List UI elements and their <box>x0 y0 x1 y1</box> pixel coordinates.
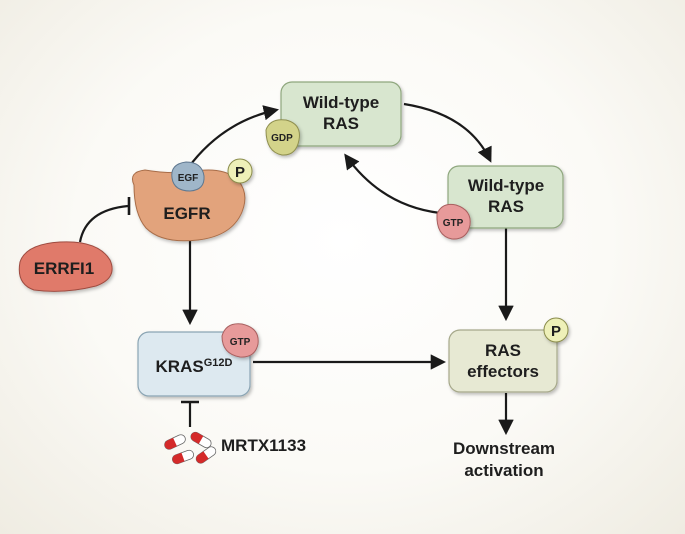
node-wt-ras-gtp: Wild-type RAS GTP <box>436 165 564 240</box>
errfi1-blob <box>18 241 113 292</box>
node-kras: KRASG12D GTP <box>137 323 259 397</box>
capsule-2 <box>190 431 212 449</box>
capsule-3 <box>171 449 195 465</box>
phospho-label-egfr: P <box>235 164 245 181</box>
kras-label: KRASG12D <box>156 357 233 376</box>
capsule-4 <box>195 446 217 464</box>
capsule-1 <box>164 434 186 450</box>
ras-effectors-line2: effectors <box>467 362 539 381</box>
downstream-line1: Downstream <box>453 439 555 458</box>
node-wt-ras-gdp: Wild-type RAS GDP <box>265 81 402 156</box>
ras-effectors-line1: RAS <box>485 341 521 360</box>
kras-superscript: G12D <box>204 357 233 369</box>
arrow-gtp-to-gdp <box>344 153 441 215</box>
phospho-badge-effectors <box>543 317 569 343</box>
errfi1-label: ERRFI1 <box>34 259 94 278</box>
egf-label: EGF <box>178 173 199 184</box>
wt-ras-gdp-box <box>280 81 402 147</box>
wt-ras-gtp-line2: RAS <box>488 197 524 216</box>
mrtx1133-label: MRTX1133 <box>221 436 306 455</box>
gdp-badge <box>265 119 300 156</box>
pill-capsule-icon <box>164 431 217 465</box>
egfr-label: EGFR <box>163 204 210 223</box>
kras-label-main: KRAS <box>156 357 204 376</box>
arrow-egfr-to-wt-ras-gdp <box>187 105 280 169</box>
gtp-badge-kras <box>221 323 259 358</box>
wt-ras-gdp-line1: Wild-type <box>303 93 379 112</box>
gtp-label-wt: GTP <box>443 218 464 229</box>
inhibition-errfi1-egfr <box>78 204 129 243</box>
node-errfi1: ERRFI1 <box>18 241 113 292</box>
arrow-gdp-to-gtp <box>403 102 492 163</box>
node-ras-effectors: RAS effectors P <box>448 317 569 393</box>
edges <box>78 102 514 436</box>
gtp-badge-wt <box>436 203 471 240</box>
wt-ras-gtp-box <box>447 165 564 229</box>
ras-effectors-box <box>448 329 558 393</box>
node-downstream: Downstream activation <box>453 439 555 480</box>
gdp-label: GDP <box>271 133 293 144</box>
phospho-badge-egfr <box>227 158 253 184</box>
node-mrtx1133: MRTX1133 <box>164 431 306 465</box>
wt-ras-gdp-line2: RAS <box>323 114 359 133</box>
gtp-label-kras: GTP <box>230 337 251 348</box>
egf-ligand <box>171 161 205 192</box>
wt-ras-gtp-line1: Wild-type <box>468 176 544 195</box>
phospho-label-effectors: P <box>551 323 561 340</box>
kras-box <box>137 331 251 397</box>
downstream-line2: activation <box>464 461 543 480</box>
egfr-blob <box>131 169 246 242</box>
node-egfr: EGF EGFR P <box>131 158 253 242</box>
